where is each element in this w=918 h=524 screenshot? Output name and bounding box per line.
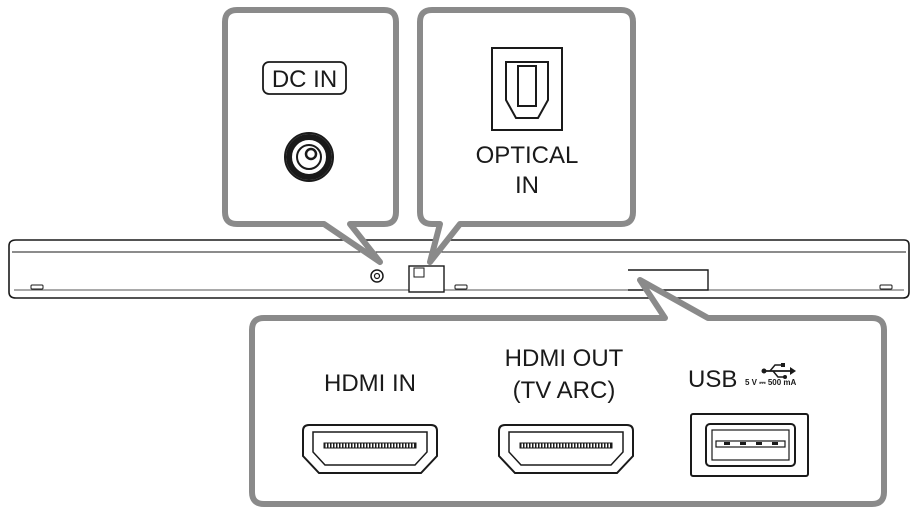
- soundbar-body: [8, 239, 910, 299]
- vent-slot: [454, 284, 468, 290]
- hdmi-out-label-line1: HDMI OUT: [505, 345, 624, 372]
- vent-slot: [30, 284, 44, 290]
- dc-jack-on-body: [370, 269, 384, 283]
- usb-trident-icon: [761, 363, 796, 379]
- hdmi-out-port-icon: [498, 424, 634, 474]
- dc-jack-icon: [284, 132, 334, 182]
- optical-label-line2: IN: [515, 172, 539, 199]
- vent-slot: [879, 284, 893, 290]
- hdmi-in-label: HDMI IN: [324, 370, 416, 397]
- dc-in-label: DC IN: [272, 66, 337, 93]
- optical-in-callout: OPTICAL IN: [417, 7, 636, 265]
- usb-label: USB: [688, 366, 737, 393]
- rear-panel-callout: HDMI IN HDMI OUT (TV ARC) USB 5 V ⎓ 5: [249, 277, 887, 507]
- hdmi-out-label-line2: (TV ARC): [513, 377, 616, 404]
- usb-port-icon: [690, 413, 809, 477]
- optical-block-on-body: [408, 265, 445, 293]
- rear-panel-recess-on-body: [628, 269, 709, 291]
- usb-rating: 5 V ⎓ 500 mA: [745, 378, 797, 387]
- optical-label-line1: OPTICAL: [476, 142, 579, 169]
- dc-in-callout: DC IN: [222, 7, 399, 265]
- dc-in-label-box: [262, 61, 347, 95]
- hdmi-in-port-icon: [302, 424, 438, 474]
- optical-port-icon: [491, 47, 563, 131]
